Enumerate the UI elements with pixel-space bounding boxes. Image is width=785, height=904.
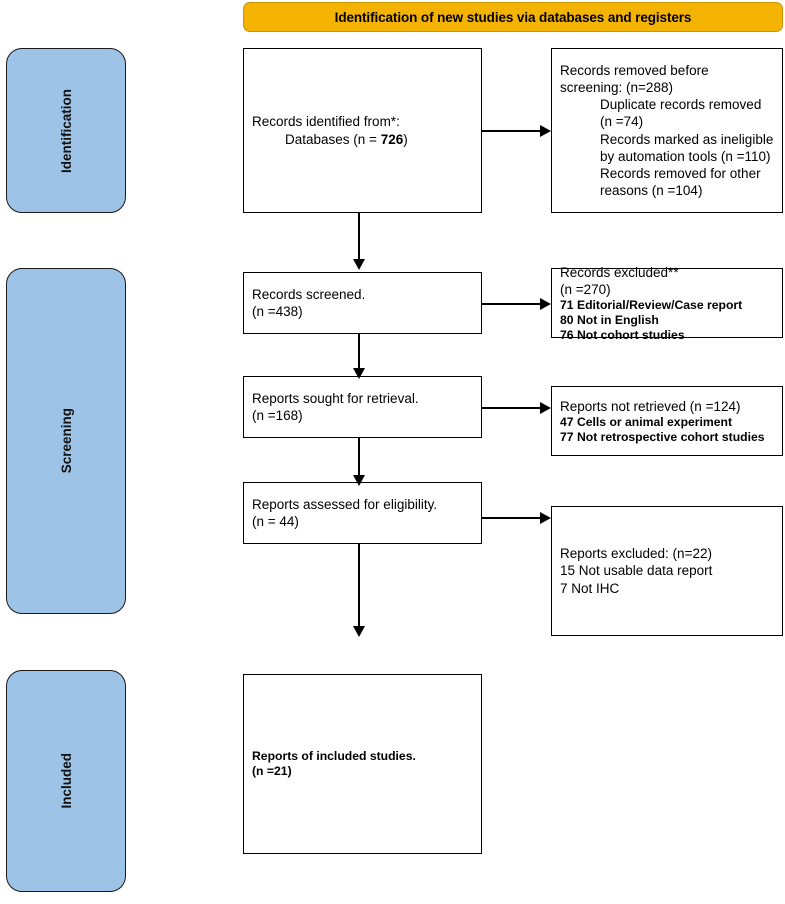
node-records-excluded: Records excluded** (n =270) 71 Editorial…: [551, 265, 783, 342]
arrowhead-screened-to-excluded: [540, 298, 551, 310]
node-records-identified-body: Records identified from*: Databases (n =…: [244, 113, 481, 147]
records-excluded-item-1: 71 Editorial/Review/Case report: [560, 297, 743, 312]
records-removed-item-3: Records removed for other reasons (n =10…: [600, 165, 765, 198]
records-excluded-line-1: Records excluded**: [560, 264, 679, 280]
node-records-excluded-body: Records excluded** (n =270) 71 Editorial…: [552, 264, 782, 343]
node-reports-included-body: Reports of included studies. (n =21): [244, 749, 481, 779]
node-reports-included: Reports of included studies. (n =21): [243, 674, 482, 854]
stage-identification: Identification: [6, 48, 126, 213]
connector-screened-to-excluded: [482, 303, 542, 305]
records-screened-line-1: Records screened.: [252, 286, 366, 302]
node-reports-not-retrieved: Reports not retrieved (n =124) 47 Cells …: [551, 386, 783, 456]
stage-identification-label: Identification: [58, 88, 74, 173]
records-excluded-item-3: 76 Not cohort studies: [560, 327, 685, 342]
node-records-screened-body: Records screened. (n =438): [244, 286, 481, 320]
records-removed-text-before: before: [670, 62, 709, 78]
arrowhead-assessed-to-reports-excluded: [540, 512, 551, 524]
node-reports-assessed-body: Reports assessed for eligibility. (n = 4…: [244, 496, 481, 530]
records-removed-line-1: Records removed before: [560, 62, 774, 79]
reports-included-line-2: (n =21): [252, 764, 292, 778]
records-removed-total: : (n=288): [618, 80, 673, 96]
records-removed-line-2: screening: (n=288): [560, 79, 774, 96]
reports-not-retrieved-line-1: Reports not retrieved (n =124): [560, 398, 741, 414]
stage-screening-label: Screening: [58, 408, 74, 474]
stage-screening: Screening: [6, 268, 126, 614]
stage-included-label: Included: [58, 753, 74, 809]
records-excluded-line-2: (n =270): [560, 281, 611, 297]
reports-assessed-line-1: Reports assessed for eligibility.: [252, 496, 438, 512]
records-identified-paren: ): [403, 131, 408, 147]
records-identified-databases-text: Databases (n =: [285, 131, 381, 147]
node-reports-assessed: Reports assessed for eligibility. (n = 4…: [243, 482, 482, 544]
node-reports-sought-body: Reports sought for retrieval. (n =168): [244, 390, 481, 424]
arrowhead-sought-to-not-retrieved: [540, 402, 551, 414]
node-records-removed: Records removed before screening: (n=288…: [551, 48, 783, 213]
connector-sought-to-not-retrieved: [482, 407, 542, 409]
header-banner-title: Identification of new studies via databa…: [334, 9, 692, 25]
reports-sought-line-1: Reports sought for retrieval.: [252, 390, 419, 406]
arrowhead-identified-to-removed: [540, 125, 551, 137]
arrowhead-assessed-to-included: [353, 626, 365, 637]
arrowhead-screened-to-sought: [353, 368, 365, 379]
arrowhead-sought-to-assessed: [353, 475, 365, 486]
connector-assessed-to-included: [358, 544, 360, 630]
connector-sought-to-assessed: [358, 438, 360, 484]
reports-excluded-line-1: Reports excluded: (n=22): [560, 546, 712, 562]
arrowhead-identified-to-screened: [353, 259, 365, 270]
connector-identified-to-screened: [358, 213, 360, 261]
node-records-screened: Records screened. (n =438): [243, 272, 482, 334]
connector-identified-to-removed: [482, 130, 542, 132]
records-identified-count: 726: [380, 131, 404, 147]
stage-included: Included: [6, 670, 126, 892]
node-reports-excluded: Reports excluded: (n=22) 15 Not usable d…: [551, 506, 783, 636]
reports-sought-line-2: (n =168): [252, 408, 303, 423]
node-records-removed-body: Records removed before screening: (n=288…: [552, 62, 782, 199]
reports-included-line-1: Reports of included studies.: [252, 749, 416, 764]
reports-not-retrieved-item-2: 77 Not retrospective cohort studies: [560, 429, 765, 444]
reports-assessed-line-2: (n = 44): [252, 514, 299, 529]
records-identified-line-1: Records identified from*:: [252, 114, 400, 130]
header-banner: Identification of new studies via databa…: [243, 2, 783, 32]
node-reports-excluded-body: Reports excluded: (n=22) 15 Not usable d…: [552, 545, 782, 596]
records-identified-line-2: Databases (n = 726): [252, 131, 473, 148]
node-reports-not-retrieved-body: Reports not retrieved (n =124) 47 Cells …: [552, 398, 782, 445]
records-removed-text-a: Records removed: [560, 62, 671, 78]
records-removed-text-screening: screening: [560, 80, 619, 96]
records-removed-item-1: Duplicate records removed (n =74): [600, 97, 766, 130]
records-removed-item-2: Records marked as ineligible by automati…: [600, 131, 778, 164]
reports-not-retrieved-item-1: 47 Cells or animal experiment: [560, 414, 733, 429]
reports-excluded-item-2: 7 Not IHC: [560, 580, 620, 596]
records-excluded-item-2: 80 Not in English: [560, 312, 659, 327]
reports-excluded-item-1: 15 Not usable data report: [560, 563, 713, 579]
connector-assessed-to-reports-excluded: [482, 517, 542, 519]
records-screened-line-2: (n =438): [252, 304, 303, 319]
node-records-identified: Records identified from*: Databases (n =…: [243, 48, 482, 213]
node-reports-sought: Reports sought for retrieval. (n =168): [243, 376, 482, 438]
connector-screened-to-sought: [358, 334, 360, 376]
